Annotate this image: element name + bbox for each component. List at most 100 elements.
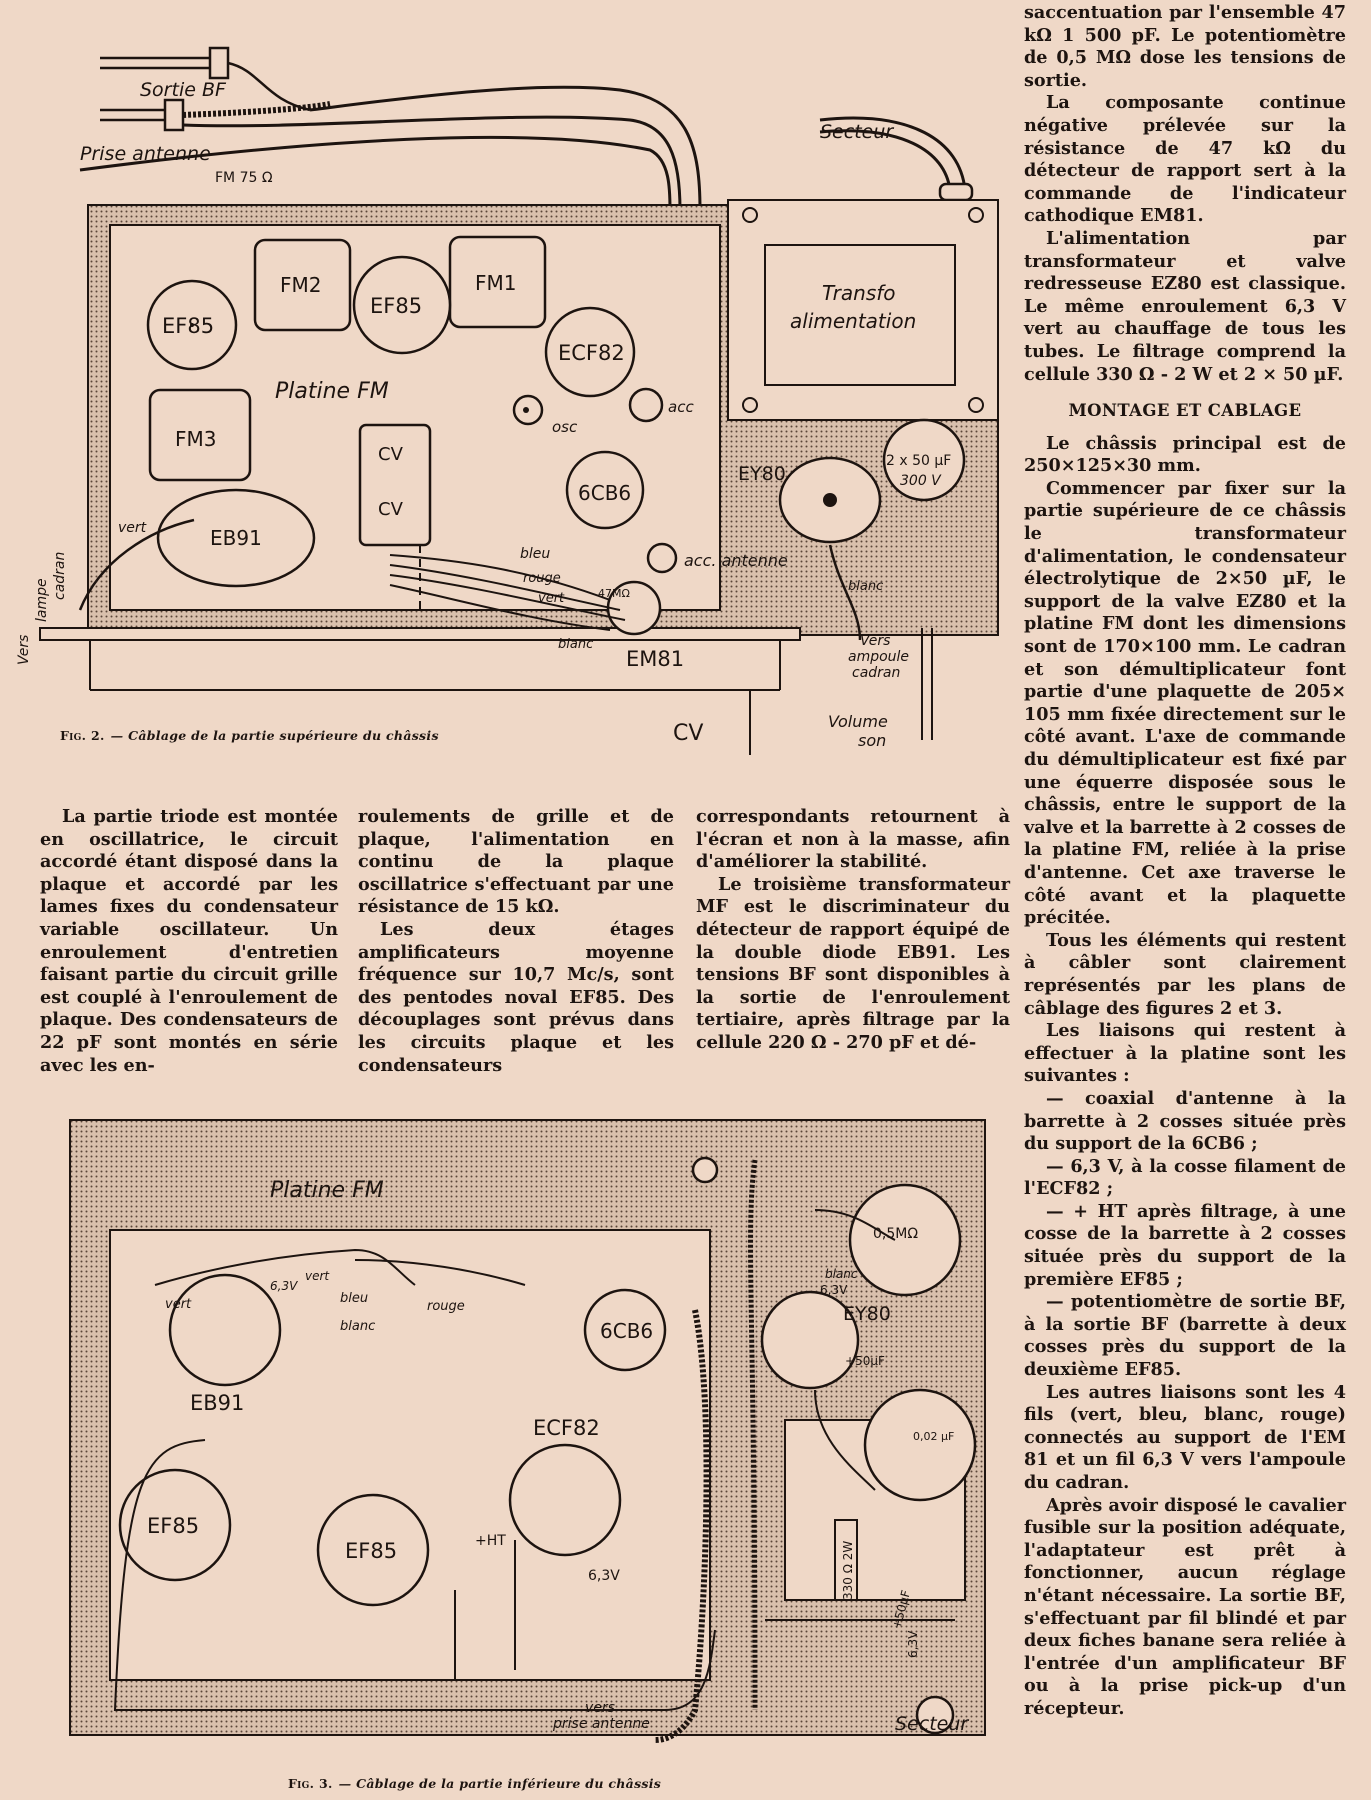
text-column-2: roulements de grille et de plaque, l'ali…: [358, 806, 674, 1077]
capacitor: [882, 418, 966, 502]
label-blanc-3-bottom: blanc: [825, 1267, 858, 1281]
label-vers-ampoule-2: ampoule: [848, 649, 909, 665]
figure-2: Sortie BF Prise antenne FM 75 Ω Secteur …: [10, 0, 1020, 760]
eb91-socket-bottom: [168, 1273, 282, 1387]
label-son: son: [858, 731, 886, 750]
label-ef85-b: EF85: [370, 294, 422, 318]
label-eb91: EB91: [210, 526, 262, 550]
label-cv-bottom: CV: [673, 721, 703, 746]
label-fm75: FM 75 Ω: [215, 170, 273, 186]
label-63v-b-bottom: 6,3V: [588, 1568, 620, 1584]
paragraph-right-3: Tous les éléments qui restent à câbler s…: [1024, 929, 1346, 1019]
label-fm1: FM1: [475, 271, 516, 295]
label-ecf82-bottom: ECF82: [533, 1416, 600, 1440]
label-volume: Volume: [828, 712, 888, 731]
paragraph-right-7: — + HT après filtrage, à une cosse de la…: [1024, 1200, 1346, 1290]
capacitor-bottom: [863, 1388, 977, 1502]
label-fm3: FM3: [175, 427, 216, 451]
label-capacitor-value: 2 x 50 µF: [886, 453, 951, 469]
label-vers-lampe-1: Vers: [16, 635, 32, 665]
figure-2-labels: Sortie BF Prise antenne FM 75 Ω Secteur …: [16, 79, 951, 750]
label-vers-ampoule-1: Vers: [860, 633, 890, 649]
label-resistor-330: 330 Ω 2W: [841, 1541, 855, 1600]
paragraph-right-4: Les liaisons qui restent à effectuer à l…: [1024, 1020, 1346, 1087]
paragraph-top-right-2: La composante continue négative prélevée…: [1024, 92, 1346, 227]
label-vert: vert: [118, 520, 147, 536]
label-vers-lampe-2: lampe: [34, 578, 50, 622]
label-blanc: blanc: [558, 637, 593, 652]
text-column-3: correspondants retournent à l'écran et n…: [696, 806, 1010, 1055]
label-cv-2: CV: [378, 499, 404, 520]
label-fm2: FM2: [280, 273, 321, 297]
label-63v-bottom: 6,3V: [270, 1279, 298, 1293]
figure-3-caption: Fig. 3.— Câblage de la partie inférieure…: [288, 1776, 661, 1791]
label-vers-ampoule-3: cadran: [852, 665, 900, 681]
label-vers-prise-2: prise antenne: [552, 1716, 650, 1732]
label-6cb6-bottom: 6CB6: [600, 1319, 653, 1343]
paragraph-right-8: — potentiomètre de sortie BF, à la sorti…: [1024, 1291, 1346, 1381]
label-ecf82: ECF82: [558, 341, 625, 365]
label-ef85-a-bottom: EF85: [147, 1514, 199, 1538]
label-capacitor-002: 0,02 µF: [913, 1430, 954, 1443]
label-capacitor-50: +50µF: [845, 1354, 885, 1368]
label-ey80: EY80: [738, 463, 786, 485]
figure-2-caption-text: — Câblage de la partie supérieure du châ…: [110, 728, 439, 743]
label-transfo: Transfo: [822, 281, 896, 305]
6cb6-socket-bottom: [583, 1288, 667, 1372]
label-prise-antenne: Prise antenne: [80, 143, 211, 165]
label-alimentation: alimentation: [790, 309, 916, 333]
fm1-box: [448, 235, 547, 329]
figure-2-number: Fig. 2.: [60, 728, 105, 743]
label-vert-bottom: vert: [165, 1297, 192, 1312]
ef85-b-socket-bottom: [316, 1493, 430, 1607]
paragraph-right-6: — 6,3 V, à la cosse filament de l'ECF82 …: [1024, 1155, 1346, 1200]
label-potentiometer: 0,5MΩ: [873, 1226, 918, 1242]
paragraph-col2-1: roulements de grille et de plaque, l'ali…: [358, 806, 674, 918]
6cb6-tube: [565, 450, 645, 530]
paragraph-col2-2: Les deux étages amplificateurs moyenne f…: [358, 918, 674, 1076]
label-vert-2: vert: [538, 591, 565, 606]
label-6cb6: 6CB6: [578, 481, 631, 505]
label-vers-lampe-3: cadran: [52, 552, 68, 600]
paragraph-top-right-1: saccentuation par l'ensemble 47 kΩ 1 500…: [1024, 2, 1346, 91]
paragraph-right-2: Commencer par fixer sur la partie supéri…: [1024, 477, 1346, 929]
label-ef85-a: EF85: [162, 314, 214, 338]
label-rouge: rouge: [523, 571, 561, 586]
label-bleu: bleu: [520, 546, 550, 562]
label-acc-antenne: acc. antenne: [684, 551, 788, 570]
figure-3-caption-text: — Câblage de la partie inférieure du châ…: [338, 1776, 662, 1791]
eb91-tube: [156, 488, 316, 588]
figure-2-drawing: Sortie BF Prise antenne FM 75 Ω Secteur …: [16, 46, 999, 755]
fm2-box: [253, 238, 352, 332]
label-ef85-b-bottom: EF85: [345, 1539, 397, 1563]
label-vert-2-bottom: vert: [305, 1269, 330, 1283]
paragraph-right-10: Après avoir disposé le cavalier fusible …: [1024, 1494, 1346, 1719]
ecf82-tube: [544, 306, 636, 398]
ecf82-socket-bottom: [508, 1443, 622, 1557]
label-platine-bottom: Platine FM: [270, 1178, 384, 1203]
banana-plugs: [79, 46, 974, 211]
label-ey80-bottom: EY80: [843, 1303, 891, 1325]
label-vers-prise-1: vers: [585, 1700, 615, 1716]
paragraph-right-1: Le châssis principal est de 250×125×30 m…: [1024, 432, 1346, 477]
ef85-b-tube: [352, 255, 452, 355]
potentiometer: [848, 1183, 962, 1297]
secteur-grommet: [915, 1695, 955, 1735]
label-eb91-bottom: EB91: [190, 1391, 244, 1415]
label-resistor: 47MΩ: [598, 587, 630, 600]
label-sortie-bf: Sortie BF: [140, 79, 227, 101]
transformer: [727, 199, 999, 421]
label-63v-d-bottom: 6,3V: [906, 1630, 920, 1658]
label-em81: EM81: [626, 647, 684, 671]
figure-3: Platine FM vert 6,3V vert bleu blanc rou…: [55, 1110, 1015, 1750]
paragraph-col3-1: correspondants retournent à l'écran et n…: [696, 806, 1010, 873]
cv-box: [358, 423, 432, 547]
label-rouge-bottom: rouge: [427, 1299, 465, 1314]
label-63v-c-bottom: 6,3V: [820, 1283, 848, 1297]
label-secteur-bottom: Secteur: [895, 1713, 969, 1735]
label-ht-bottom: +HT: [475, 1533, 506, 1549]
label-platine: Platine FM: [275, 379, 389, 404]
figure-2-caption: Fig. 2. — Câblage de la partie supérieure…: [60, 728, 439, 743]
ey80-socket-bottom: [760, 1290, 860, 1390]
label-cv-1: CV: [378, 444, 404, 465]
